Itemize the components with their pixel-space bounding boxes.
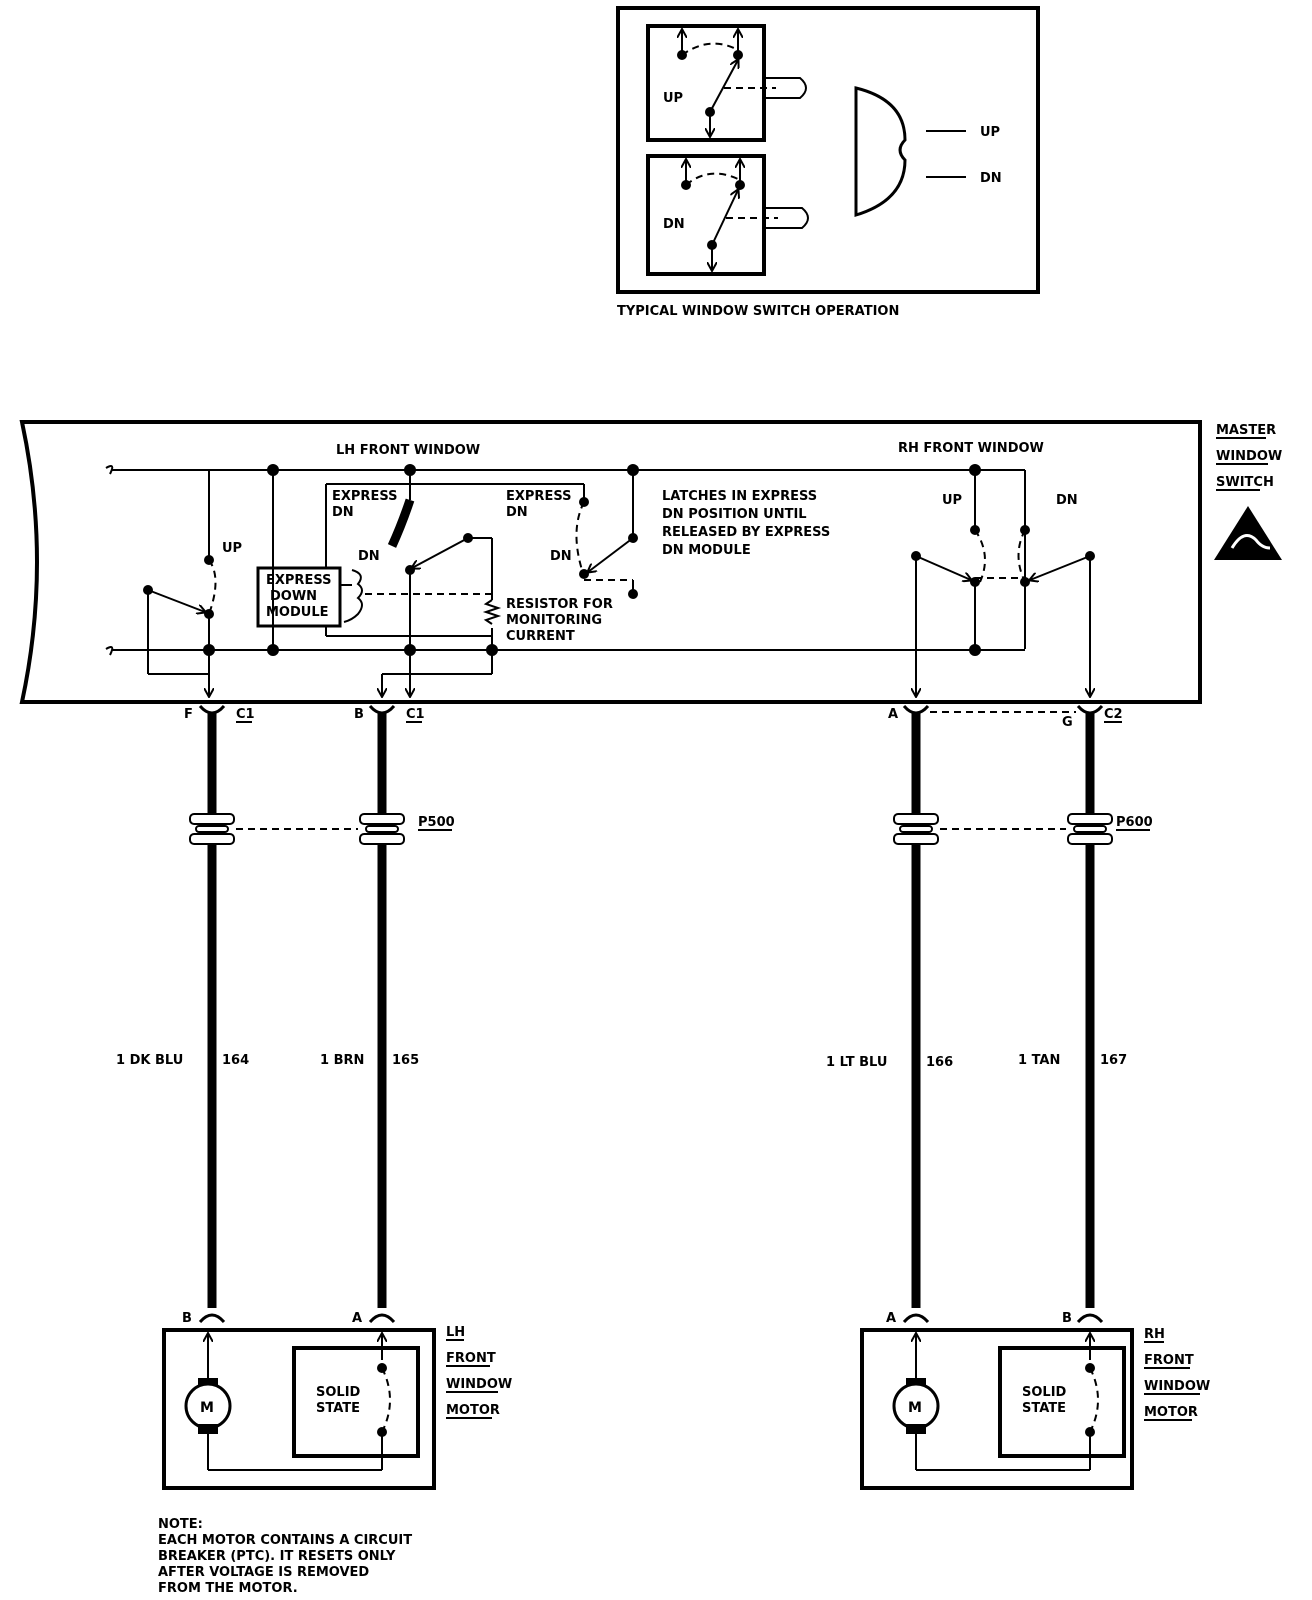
latch-label-4: DN MODULE	[662, 543, 751, 558]
note-2: EACH MOTOR CONTAINS A CIRCUIT	[158, 1533, 412, 1548]
rh-motor-label-2: FRONT	[1144, 1353, 1194, 1368]
lh-up-label: UP	[222, 541, 242, 556]
rh-motor-pin-a: A	[886, 1311, 896, 1326]
lh-dn-label: DN	[358, 549, 380, 564]
rh-ss-1: SOLID	[1022, 1385, 1067, 1400]
rh-motor-pin-b: B	[1062, 1311, 1072, 1326]
latch-label-1: LATCHES IN EXPRESS	[662, 489, 817, 504]
lh-motor-pin-b: B	[182, 1311, 192, 1326]
latch-label-3: RELEASED BY EXPRESS	[662, 525, 830, 540]
inset-up-switch: UP	[646, 24, 807, 142]
inset-dn-switch: DN	[646, 154, 809, 276]
module-label-3: MODULE	[266, 605, 329, 620]
lh-solid-state-breaker	[292, 1346, 420, 1458]
express-dn2-line1: EXPRESS	[506, 489, 571, 504]
lh-dn-switch: DN RESISTOR FOR MONITORING CURRENT	[358, 470, 613, 696]
lh-front-window-heading: LH FRONT WINDOW	[336, 443, 480, 458]
module-label-2: DOWN	[270, 589, 317, 604]
rh-switches: UP DN	[911, 470, 1095, 696]
c1-label-a: C1	[236, 707, 255, 722]
wire-167-color: 1 TAN	[1018, 1053, 1060, 1068]
pin-f: F	[184, 707, 193, 722]
c2-label: C2	[1104, 707, 1123, 722]
p500-grommets: P500	[189, 813, 455, 845]
rh-front-window-heading: RH FRONT WINDOW	[898, 441, 1044, 456]
inset-up-label: UP	[663, 91, 683, 106]
resistor-icon	[482, 599, 502, 625]
lh-motor-m: M	[200, 1400, 214, 1416]
wire-164-color: 1 DK BLU	[116, 1053, 183, 1068]
p600-grommets: P600	[893, 813, 1153, 845]
express-dn1-line1: EXPRESS	[332, 489, 397, 504]
rh-motor-m: M	[908, 1400, 922, 1416]
esd-warning-icon	[1214, 506, 1282, 560]
inset-out-up: UP	[980, 125, 1000, 140]
inset-connector-shape	[854, 86, 907, 218]
module-label-1: EXPRESS	[266, 573, 331, 588]
lh-motor-pin-a: A	[352, 1311, 362, 1326]
lh-ss-1: SOLID	[316, 1385, 361, 1400]
rh-motor-label-3: WINDOW	[1144, 1379, 1210, 1394]
lh-motor-label-2: FRONT	[446, 1351, 496, 1366]
master-window-switch: MASTER WINDOW SWITCH LH FRONT WINDOW RH …	[19, 420, 1282, 704]
wire-166-color: 1 LT BLU	[826, 1055, 887, 1070]
rh-motor-label-1: RH	[1144, 1327, 1165, 1342]
rh-motor-label-4: MOTOR	[1144, 1405, 1198, 1420]
rh-solid-state-breaker	[998, 1346, 1126, 1458]
wire-167-circuit: 167	[1100, 1053, 1127, 1068]
lh-front-window-motor: B A M SOLID STATE LH FRONT WINDOW MOTOR	[162, 1311, 512, 1490]
note-1: NOTE:	[158, 1517, 203, 1532]
wires: P500 P600 1 DK BLU 164 1 BRN 165 1 LT BL…	[116, 712, 1153, 1308]
wire-164-circuit: 164	[222, 1053, 249, 1068]
latch-dn-small: DN	[550, 549, 572, 564]
note-3: BREAKER (PTC). IT RESETS ONLY	[158, 1549, 396, 1564]
master-title-2: WINDOW	[1216, 449, 1282, 464]
master-title-1: MASTER	[1216, 423, 1276, 438]
express-dn2-line2: DN	[506, 505, 528, 520]
rh-ss-2: STATE	[1022, 1401, 1066, 1416]
master-title-3: SWITCH	[1216, 475, 1274, 490]
latch-label-2: DN POSITION UNTIL	[662, 507, 807, 522]
inset-caption: TYPICAL WINDOW SWITCH OPERATION	[617, 304, 899, 319]
rh-up-label: UP	[942, 493, 962, 508]
wire-165-circuit: 165	[392, 1053, 419, 1068]
lh-ss-2: STATE	[316, 1401, 360, 1416]
note-5: FROM THE MOTOR.	[158, 1581, 298, 1596]
inset-dn-label: DN	[663, 217, 685, 232]
circuit-breaker-note: NOTE: EACH MOTOR CONTAINS A CIRCUIT BREA…	[158, 1517, 412, 1596]
pin-a: A	[888, 707, 898, 722]
c1-label-b: C1	[406, 707, 425, 722]
latch-switch: EXPRESS DN DN LATCHES IN EXPRESS DN POSI…	[506, 470, 830, 599]
switch-operation-inset: UP DN UP DN TYPICAL WINDOW SWITCH OPERAT…	[616, 6, 1040, 319]
rh-front-window-motor: A B M SOLID STATE RH FRONT WINDOW MOTOR	[860, 1311, 1210, 1490]
pin-b: B	[354, 707, 364, 722]
lh-motor-label-3: WINDOW	[446, 1377, 512, 1392]
lh-motor-label-1: LH	[446, 1325, 465, 1340]
lh-up-switch: UP	[143, 470, 242, 696]
rh-dn-label: DN	[1056, 493, 1078, 508]
lh-motor-label-4: MOTOR	[446, 1403, 500, 1418]
resistor-label-3: CURRENT	[506, 629, 575, 644]
express-down-module: EXPRESS DOWN MODULE EXPRESS DN	[256, 483, 585, 637]
p600-label: P600	[1116, 815, 1153, 830]
pin-g: G	[1062, 715, 1073, 730]
wire-165-color: 1 BRN	[320, 1053, 364, 1068]
wire-166-circuit: 166	[926, 1055, 953, 1070]
note-4: AFTER VOLTAGE IS REMOVED	[158, 1565, 369, 1580]
resistor-label-1: RESISTOR FOR	[506, 597, 613, 612]
harness-connectors: F C1 B C1 A G C2	[184, 704, 1123, 730]
inset-out-dn: DN	[980, 171, 1002, 186]
resistor-label-2: MONITORING	[506, 613, 602, 628]
express-dn1-line2: DN	[332, 505, 354, 520]
master-switch-housing	[19, 420, 1202, 704]
p500-label: P500	[418, 815, 455, 830]
